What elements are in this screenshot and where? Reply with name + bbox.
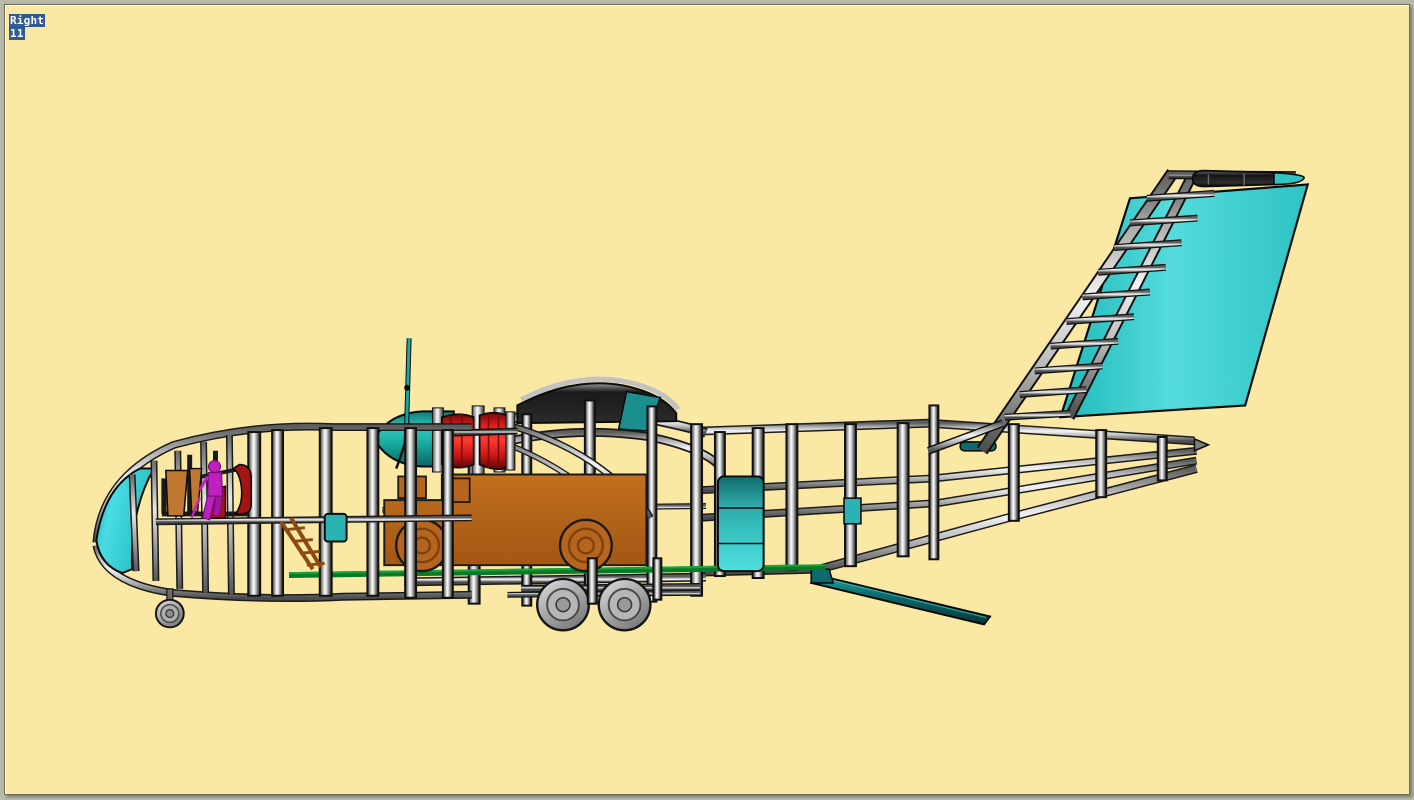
cargo-vehicle[interactable] xyxy=(383,473,648,573)
cabin-window[interactable] xyxy=(843,497,862,525)
cabin-window[interactable] xyxy=(323,512,348,543)
view-orientation-text: Right xyxy=(9,14,46,27)
instrument-panel xyxy=(165,469,189,517)
aircraft-model-drawing xyxy=(92,169,1310,632)
nose-cone[interactable] xyxy=(95,467,156,575)
fin-rib-set xyxy=(1004,189,1215,421)
horizontal-stabilizer[interactable] xyxy=(809,568,992,626)
cockpit[interactable] xyxy=(161,450,253,521)
main-gear[interactable] xyxy=(507,557,701,632)
view-orientation-label: Right 11 xyxy=(9,14,46,40)
pilot-figure xyxy=(198,460,224,521)
second-seat xyxy=(231,463,253,515)
fin-tip-pod[interactable] xyxy=(1191,169,1305,188)
cargo-door[interactable] xyxy=(716,475,765,573)
view-index-text: 11 xyxy=(9,27,25,40)
vertical-stabilizer[interactable] xyxy=(927,169,1310,455)
forward-fuselage[interactable] xyxy=(92,422,472,603)
nose-gear[interactable] xyxy=(154,588,185,629)
aft-fuselage[interactable] xyxy=(699,404,1211,577)
engine-assembly[interactable] xyxy=(373,405,518,475)
cad-viewport[interactable]: Right 11 xyxy=(4,4,1410,795)
model-scene[interactable] xyxy=(5,5,1409,794)
boarding-ladder[interactable] xyxy=(279,516,325,571)
